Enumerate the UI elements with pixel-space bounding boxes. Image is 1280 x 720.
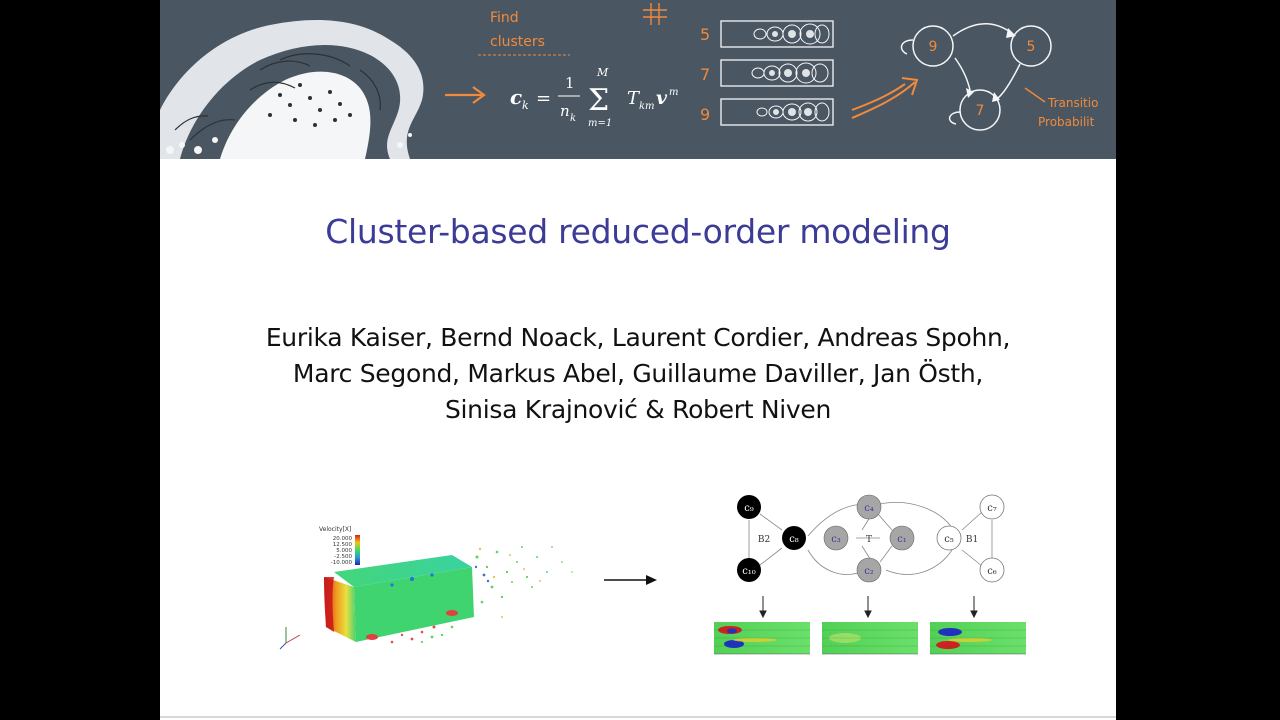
- cluster-label-5: 5: [700, 25, 710, 44]
- svg-text:v: v: [656, 87, 668, 109]
- group-label-t: T: [866, 535, 872, 545]
- svg-text:m=1: m=1: [588, 118, 612, 129]
- author-line: Sinisa Krajnović & Robert Niven: [444, 395, 832, 424]
- node-c2: [856, 557, 882, 583]
- node-label: c₈: [789, 534, 799, 545]
- vehicle-side: [354, 567, 474, 642]
- node-label: c₄: [864, 503, 874, 514]
- arrow-up-right-icon: [851, 77, 919, 119]
- axis-triad: [279, 627, 301, 650]
- legend-value: -10.000: [331, 560, 353, 566]
- svg-text:1: 1: [565, 74, 575, 92]
- node-c1: [889, 525, 915, 551]
- svg-text:k: k: [570, 113, 576, 124]
- node-label: c₂: [864, 566, 874, 577]
- legend-value: 5.000: [336, 548, 352, 554]
- node-c6: [979, 557, 1005, 583]
- legend-value: -2.500: [334, 554, 352, 560]
- svg-text:T: T: [627, 88, 641, 109]
- graph-node-7: 7: [976, 103, 985, 119]
- node-c3: [823, 525, 849, 551]
- node-c9: [737, 495, 761, 519]
- svg-text:Σ: Σ: [588, 83, 609, 118]
- graph-node-9: 9: [929, 39, 938, 55]
- author-line: Eurika Kaiser, Bernd Noack, Laurent Cord…: [265, 323, 1011, 352]
- node-label: c₇: [987, 503, 997, 514]
- flow-simulation-figure: Velocity[X] 20.000 12.500 5.000 -2.500 -…: [262, 477, 586, 659]
- find-label: Find: [490, 10, 519, 26]
- footer-rule: [160, 716, 1116, 718]
- slide: Find clusters c k = 1 n k M: [160, 0, 1116, 720]
- down-arrows: [759, 596, 978, 619]
- tictactoe-icon: [643, 3, 667, 25]
- legend-colorbar: [355, 535, 360, 565]
- wave-illustration: [160, 20, 424, 159]
- graph-node-5: 5: [1027, 39, 1036, 55]
- cluster-label-7: 7: [700, 65, 710, 84]
- svg-text:M: M: [596, 66, 609, 79]
- svg-text:c: c: [510, 85, 522, 109]
- legend-value: 12.500: [333, 542, 353, 548]
- clusters-label: clusters: [490, 34, 545, 50]
- svg-text:=: =: [536, 88, 551, 109]
- node-c7: [979, 494, 1005, 520]
- node-label: c₉: [744, 503, 754, 514]
- legend-title: Velocity[X]: [319, 526, 351, 533]
- flow-snapshots: [720, 20, 834, 126]
- node-label: c₆: [987, 566, 997, 577]
- node-c4: [856, 494, 882, 520]
- legend-value: 20.000: [333, 536, 353, 542]
- banner-illustration: Find clusters c k = 1 n k M: [160, 3, 1098, 159]
- svg-text:km: km: [639, 101, 655, 112]
- node-label: c₁: [897, 534, 907, 545]
- group-label-b2: B2: [758, 535, 770, 545]
- slide-title: Cluster-based reduced-order modeling: [325, 212, 951, 251]
- cluster-graph-figure: c₉ c₈ c₁₀ c₄ c₃ c₁ c₂ c₅ c₇ c₆ B2 T B1: [700, 490, 1030, 660]
- node-label: c₃: [831, 534, 841, 545]
- cluster-label-9: 9: [700, 105, 710, 124]
- transition-graph: 9 5 7 Transitio Probabilit: [900, 23, 1098, 131]
- node-label: c₅: [944, 534, 954, 545]
- flow-field-panels: [714, 622, 1026, 655]
- node-c8: [782, 526, 806, 550]
- probability-label: Probabilit: [1038, 115, 1095, 129]
- transition-label: Transitio: [1047, 96, 1098, 110]
- group-label-b1: B1: [966, 535, 978, 545]
- node-c5: [936, 525, 962, 551]
- author-list: Eurika Kaiser, Bernd Noack, Laurent Cord…: [160, 320, 1116, 428]
- author-line: Marc Segond, Markus Abel, Guillaume Davi…: [292, 359, 984, 388]
- graph-nodes: [737, 494, 1005, 583]
- node-c10: [737, 558, 761, 582]
- node-label: c₁₀: [742, 566, 756, 577]
- arrow-right-icon: [445, 86, 486, 104]
- svg-text:k: k: [522, 99, 529, 112]
- centroid-formula: c k = 1 n k M Σ m=1 T km v m: [510, 66, 678, 129]
- vehicle-top: [334, 555, 472, 587]
- arrow-right-icon: [604, 575, 657, 585]
- svg-text:m: m: [669, 87, 678, 98]
- header-banner: Find clusters c k = 1 n k M: [160, 0, 1116, 159]
- svg-text:n: n: [560, 102, 570, 120]
